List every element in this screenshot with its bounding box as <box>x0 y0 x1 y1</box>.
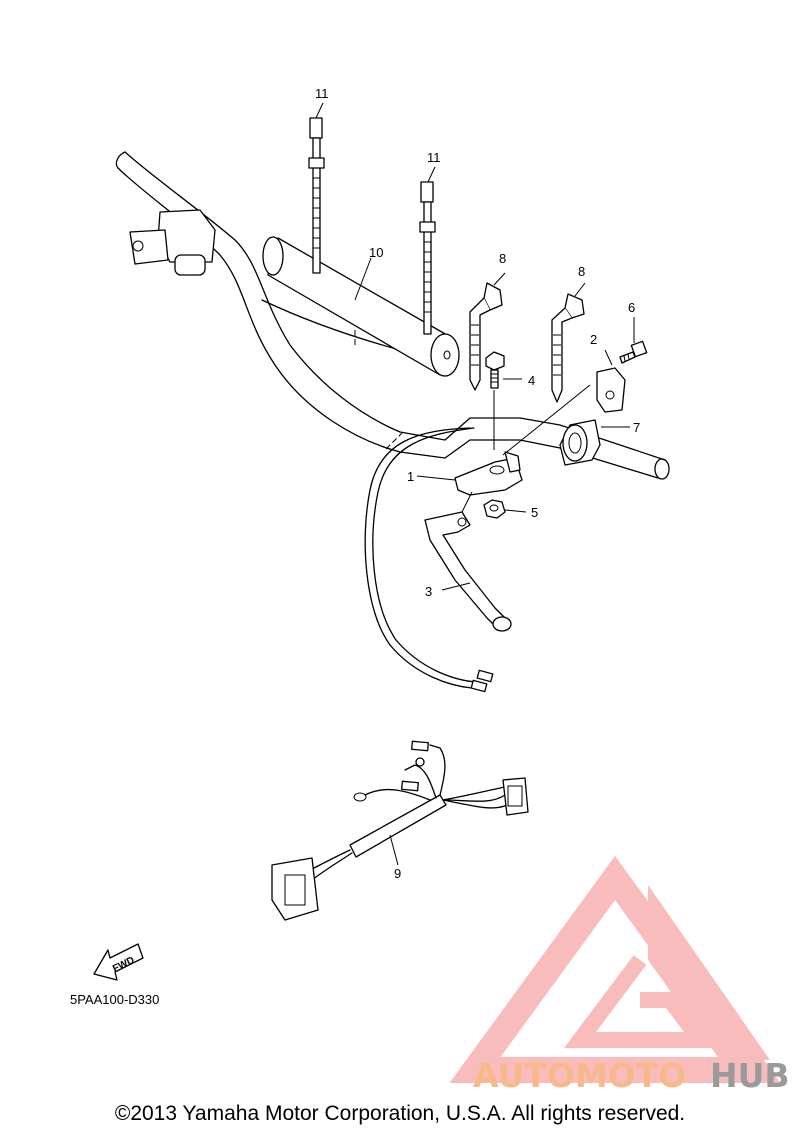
part-8-strap-a <box>469 282 503 391</box>
leader-lines <box>315 102 635 591</box>
copyright-notice: ©2013 Yamaha Motor Corporation, U.S.A. A… <box>114 1102 686 1125</box>
callout-4: 4 <box>528 373 535 388</box>
callout-11b: 11 <box>427 150 441 165</box>
part-11-cable-tie-a <box>308 117 325 274</box>
callout-8b: 8 <box>578 264 585 279</box>
part-1-lever-bracket <box>454 384 591 496</box>
callout-6: 6 <box>628 300 635 315</box>
part-6-screw <box>619 340 648 364</box>
callout-2: 2 <box>590 332 597 347</box>
part-3-clutch-lever <box>424 491 512 632</box>
part-8-strap-b <box>551 293 585 403</box>
handlebar-clamp <box>129 209 216 276</box>
fwd-arrow-icon: FWD <box>93 943 144 981</box>
part-9-wire-harness <box>271 740 529 921</box>
part-11-cable-tie-b <box>419 181 436 335</box>
watermark-brand-part2: HUB <box>710 1056 790 1095</box>
part-7-clutch-switch <box>559 419 601 466</box>
callout-10: 10 <box>369 245 383 260</box>
callout-3: 3 <box>425 584 432 599</box>
callout-11a: 11 <box>315 86 329 101</box>
part-5-nut <box>483 499 506 519</box>
watermark-brand-part1: AUTOMOTO <box>473 1056 686 1095</box>
part-4-bolt <box>485 351 505 450</box>
watermark-logo <box>449 855 781 1083</box>
callout-8a: 8 <box>499 251 506 266</box>
diagram-code: 5PAA100-D330 <box>70 992 160 1007</box>
callout-9: 9 <box>394 866 401 881</box>
callout-1: 1 <box>407 469 414 484</box>
callout-5: 5 <box>531 505 538 520</box>
callout-labels: 1 2 3 4 5 6 7 8 8 9 10 11 11 <box>315 86 640 881</box>
callout-7: 7 <box>633 420 640 435</box>
switch-wire <box>364 427 494 693</box>
part-2-holder <box>596 349 626 413</box>
